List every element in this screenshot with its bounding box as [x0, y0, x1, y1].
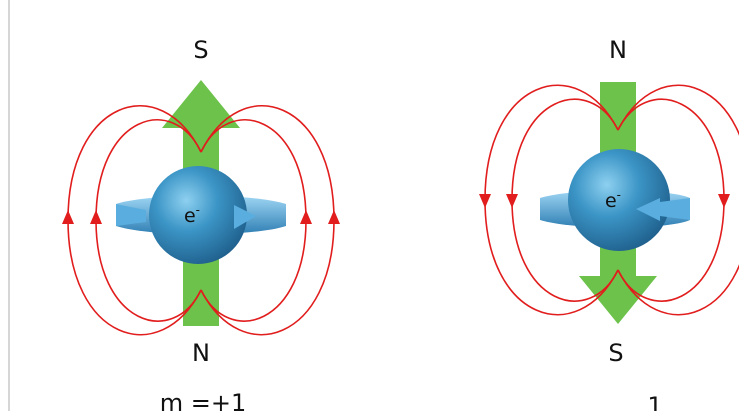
right-spin-diagram: N e- S	[479, 36, 739, 411]
right-caption: 1	[647, 392, 662, 411]
left-electron-symbol: e	[184, 205, 196, 227]
right-electron-charge: -	[617, 188, 621, 202]
right-bottom-pole-label: S	[608, 339, 623, 367]
left-bottom-pole-label: N	[192, 339, 210, 367]
left-top-pole-label: S	[193, 36, 208, 64]
right-electron-symbol: e	[605, 190, 617, 212]
left-electron-charge: -	[196, 203, 200, 217]
left-caption: m =+1	[160, 389, 247, 411]
right-top-pole-label: N	[609, 36, 627, 64]
left-spin-diagram: S e-	[62, 36, 340, 411]
